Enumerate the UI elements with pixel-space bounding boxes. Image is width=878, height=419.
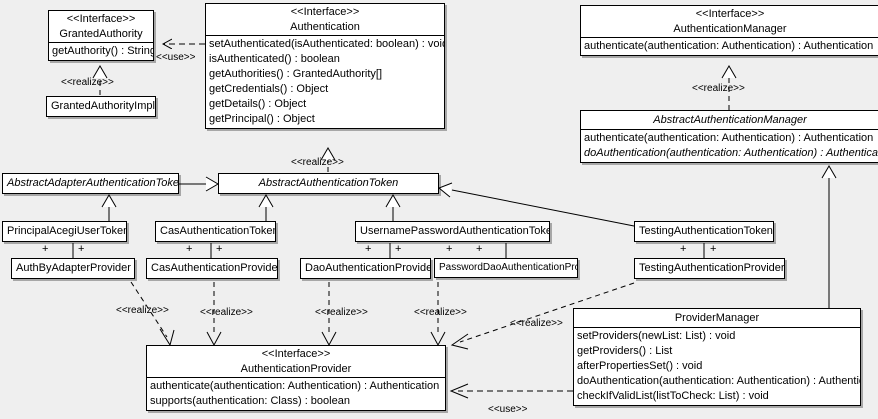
class-abstract-authentication-manager[interactable]: AbstractAuthenticationManager authentica… <box>580 110 878 163</box>
compartment-divider <box>49 42 153 43</box>
association-marker-userpass-2: + <box>395 243 402 255</box>
operation-item: authenticate(authentication: Authenticat… <box>584 132 874 144</box>
class-name: ProviderManager <box>674 312 760 324</box>
relationship-label-realize-testing-authentication-provider: <<realize>> <box>510 318 563 329</box>
class-authentication-provider[interactable]: <<Interface>> AuthenticationProvider aut… <box>146 345 446 411</box>
operations-compartment: authenticate(authentication: Authenticat… <box>581 130 878 162</box>
operation-item: doAuthentication(authentication: Authent… <box>577 375 861 387</box>
operation-item: authenticate(authentication: Authenticat… <box>150 380 440 392</box>
relationship-label-realize-abstract-authentication-token: <<realize>> <box>291 157 344 168</box>
operation-item: getProviders() : List <box>577 345 673 357</box>
class-header: <<Interface>> AuthenticationProvider <box>147 346 445 377</box>
class-name: AuthByAdapterProvider <box>16 262 131 274</box>
class-cas-authentication-provider[interactable]: CasAuthenticationProvider <box>146 258 278 279</box>
class-name: AbstractAuthenticationToken <box>258 177 399 189</box>
stereotype-label: <<Interface>> <box>66 13 136 25</box>
relationship-label-use-provider-manager: <<use>> <box>488 404 528 415</box>
association-marker-testing-left: + <box>680 243 687 255</box>
class-authentication-manager[interactable]: <<Interface>> AuthenticationManager auth… <box>580 5 878 56</box>
class-granted-authority-impl[interactable]: GrantedAuthorityImpl <box>46 96 156 117</box>
operation-item: getCredentials() : Object <box>209 83 329 95</box>
operation-item: authenticate(authentication: Authenticat… <box>584 40 874 52</box>
operation-item: supports(authentication: Class) : boolea… <box>150 395 350 407</box>
compartment-divider <box>581 37 878 38</box>
class-password-dao-authentication-provider[interactable]: PasswordDaoAuthenticationProvider <box>434 258 578 278</box>
association-marker-principal-right: + <box>78 243 85 255</box>
relationship-label-realize-granted-authority-impl: <<realize>> <box>61 77 114 88</box>
class-name: CasAuthenticationProvider <box>151 262 278 274</box>
class-abstract-authentication-token[interactable]: AbstractAuthenticationToken <box>218 173 439 194</box>
class-name: AuthenticationManager <box>673 23 787 35</box>
class-username-password-authentication-token[interactable]: UsernamePasswordAuthenticationToken <box>355 221 550 242</box>
operation-item: getDetails() : Object <box>209 98 307 110</box>
class-header: <<Interface>> GrantedAuthority <box>49 11 153 42</box>
relationship-label-realize-password-dao-authentication-provider: <<realize>> <box>414 307 467 318</box>
operations-compartment: getAuthority() : String <box>49 43 153 60</box>
operation-item: doAuthentication(authentication: Authent… <box>584 147 878 159</box>
class-header: AbstractAuthenticationManager <box>581 111 878 129</box>
class-header: <<Interface>> Authentication <box>206 4 444 35</box>
operation-item: afterPropertiesSet() : void <box>577 360 703 372</box>
relationship-label-realize-auth-by-adapter-provider: <<realize>> <box>116 305 169 316</box>
class-abstract-adapter-authentication-token[interactable]: AbstractAdapterAuthenticationToken <box>2 173 179 194</box>
association-marker-cas-right: + <box>216 243 223 255</box>
operation-item: getAuthorities() : GrantedAuthority[] <box>209 68 383 80</box>
association-marker-principal-left: + <box>42 243 49 255</box>
class-header: <<Interface>> AuthenticationManager <box>581 6 878 37</box>
operations-compartment: setProviders(newList: List) : void getPr… <box>574 328 860 405</box>
operations-compartment: setAuthenticated(isAuthenticated: boolea… <box>206 36 444 128</box>
class-name: PasswordDaoAuthenticationProvider <box>439 262 577 273</box>
operation-item: getAuthority() : String <box>52 45 154 57</box>
operations-compartment: authenticate(authentication: Authenticat… <box>147 378 445 410</box>
class-name: AbstractAuthenticationManager <box>653 114 807 126</box>
relationship-label-use-granted-authority: <<use>> <box>156 52 196 63</box>
compartment-divider <box>206 35 444 36</box>
class-name: GrantedAuthorityImpl <box>51 100 155 112</box>
class-cas-authentication-token[interactable]: CasAuthenticationToken <box>155 221 276 242</box>
class-name: CasAuthenticationToken <box>160 225 276 237</box>
class-dao-authentication-provider[interactable]: DaoAuthenticationProvider <box>300 258 431 279</box>
stereotype-label: <<Interface>> <box>261 348 331 360</box>
operations-compartment: authenticate(authentication: Authenticat… <box>581 38 878 55</box>
relationship-label-realize-cas-authentication-provider: <<realize>> <box>200 307 253 318</box>
class-name: Authentication <box>290 21 360 33</box>
operation-item: getPrincipal() : Object <box>209 113 315 125</box>
class-name: DaoAuthenticationProvider <box>305 262 431 274</box>
class-granted-authority[interactable]: <<Interface>> GrantedAuthority getAuthor… <box>48 10 154 61</box>
class-name: PrincipalAcegiUserToken <box>7 225 127 237</box>
class-name: AbstractAdapterAuthenticationToken <box>7 177 179 189</box>
class-name: UsernamePasswordAuthenticationToken <box>360 225 550 237</box>
class-authentication[interactable]: <<Interface>> Authentication setAuthenti… <box>205 3 445 129</box>
operation-item: setProviders(newList: List) : void <box>577 330 736 342</box>
association-marker-userpass-1: + <box>365 243 372 255</box>
compartment-divider <box>574 327 860 328</box>
association-marker-testing-right: + <box>710 243 717 255</box>
relationship-label-realize-abstract-authentication-manager: <<realize>> <box>692 83 745 94</box>
class-name: GrantedAuthority <box>59 28 143 40</box>
stereotype-label: <<Interface>> <box>695 8 765 20</box>
class-name: TestingAuthenticationToken <box>639 225 773 237</box>
class-provider-manager[interactable]: ProviderManager setProviders(newList: Li… <box>573 308 861 406</box>
operation-item: isAuthenticated() : boolean <box>209 53 340 65</box>
association-marker-cas-left: + <box>186 243 193 255</box>
class-testing-authentication-provider[interactable]: TestingAuthenticationProvider <box>634 258 785 279</box>
class-name: TestingAuthenticationProvider <box>639 262 785 274</box>
relationship-label-realize-dao-authentication-provider: <<realize>> <box>315 307 368 318</box>
class-name: AuthenticationProvider <box>240 363 352 375</box>
association-marker-userpass-3: + <box>446 243 453 255</box>
compartment-divider <box>147 377 445 378</box>
operation-item: checkIfValidList(listToCheck: List) : vo… <box>577 390 769 402</box>
class-testing-authentication-token[interactable]: TestingAuthenticationToken <box>634 221 774 242</box>
operation-item: setAuthenticated(isAuthenticated: boolea… <box>209 38 445 50</box>
stereotype-label: <<Interface>> <box>290 6 360 18</box>
association-marker-userpass-4: + <box>476 243 483 255</box>
class-principal-acegi-user-token[interactable]: PrincipalAcegiUserToken <box>2 221 127 242</box>
class-auth-by-adapter-provider[interactable]: AuthByAdapterProvider <box>11 258 135 279</box>
class-header: ProviderManager <box>574 309 860 327</box>
compartment-divider <box>581 129 878 130</box>
